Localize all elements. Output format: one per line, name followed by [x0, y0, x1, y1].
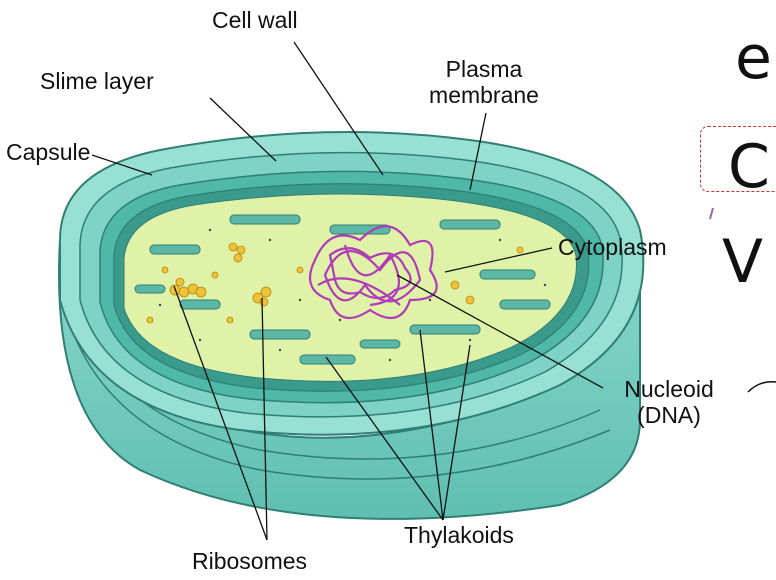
label-slime-layer: Slime layer — [40, 68, 154, 94]
label-plasma-membrane-line1: Plasma — [404, 56, 564, 82]
overlay-letter-c: C — [728, 137, 770, 197]
label-cytoplasm: Cytoplasm — [558, 234, 667, 260]
label-ribosomes: Ribosomes — [192, 548, 307, 574]
overlay-letter-v: V — [722, 232, 763, 292]
stray-mark — [710, 208, 713, 219]
label-nucleoid-line2: (DNA) — [606, 402, 732, 428]
label-plasma-membrane: Plasma membrane — [404, 56, 564, 109]
label-nucleoid-line1: Nucleoid — [606, 376, 732, 402]
label-nucleoid: Nucleoid (DNA) — [606, 376, 732, 429]
label-cell-wall: Cell wall — [212, 7, 298, 33]
label-capsule: Capsule — [6, 139, 90, 165]
stray-mark — [748, 382, 776, 392]
label-thylakoids: Thylakoids — [404, 522, 514, 548]
label-plasma-membrane-line2: membrane — [404, 82, 564, 108]
overlay-letter-e: e — [735, 28, 772, 88]
